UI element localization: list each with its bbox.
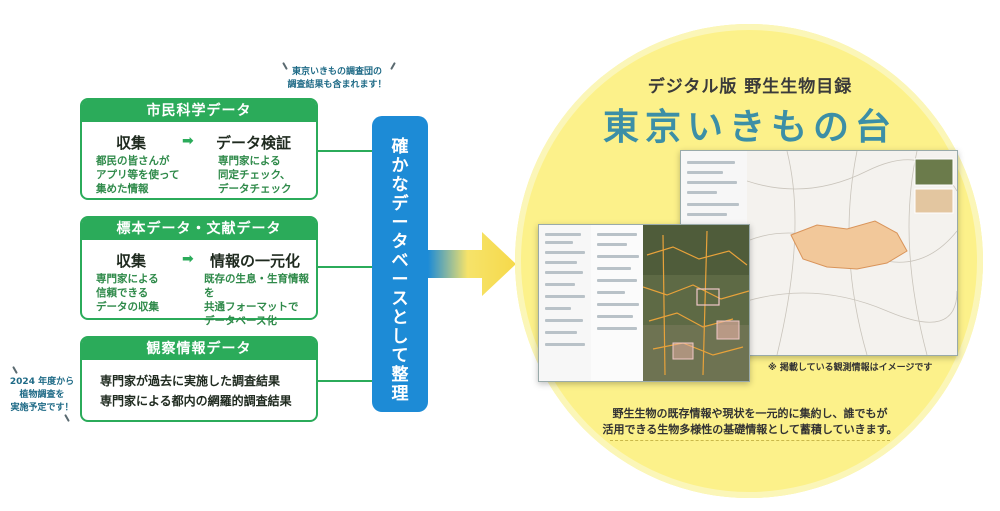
desc-line: データの収集 <box>96 301 159 313</box>
vertical-char: な <box>391 175 409 195</box>
vertical-char: し <box>391 327 409 347</box>
vertical-char: ベ <box>391 251 409 271</box>
note-plant-survey-line: 植物調査を <box>19 390 65 400</box>
connector-line <box>318 380 374 382</box>
desc-line: 専門家による <box>96 273 159 285</box>
observation-line: 専門家が過去に実施した調査結果 <box>100 374 281 388</box>
vertical-char: タ <box>391 232 409 252</box>
desc-line: データベース化 <box>204 315 277 327</box>
database-vertical-text: 確 か な デ ー タ ベ ー ス と し て 整 理 <box>372 138 428 404</box>
verify-desc: 専門家による 同定チェック、 データチェック <box>218 154 292 196</box>
vertical-char: ー <box>391 213 409 233</box>
desc-line: 専門家による <box>218 155 281 167</box>
desc-line: 都民の皆さんが <box>96 155 170 167</box>
arrow-right-icon: ➡ <box>182 251 194 267</box>
desc-line: 集めた情報 <box>96 183 149 195</box>
description-line: 野生生物の既存情報や現状を一元的に集約し、誰でもが <box>612 407 888 420</box>
note-plant-survey-line: 実施予定です！ <box>10 403 74 413</box>
satellite-screenshot-front <box>538 224 750 382</box>
observation-line: 専門家による都内の網羅的調査結果 <box>100 394 292 408</box>
description-line: 活用できる生物多様性の基礎情報として蓄積していきます。 <box>602 423 898 436</box>
vertical-char: て <box>391 346 409 366</box>
citizen-science-title: 市民科学データ <box>82 100 316 122</box>
collect-title: 収集 <box>116 134 147 152</box>
vertical-char: ス <box>391 289 409 309</box>
satellite-map-graphic <box>643 225 749 381</box>
vertical-char: 確 <box>391 137 409 157</box>
note-plant-survey-line: 2024 年度から <box>9 377 75 387</box>
connector-line <box>318 150 374 152</box>
big-arrow-icon <box>428 232 516 296</box>
collect-desc: 都民の皆さんが アプリ等を使って 集めた情報 <box>96 154 179 196</box>
desc-line: 同定チェック、 <box>218 169 291 181</box>
satellite-info-panel <box>591 225 644 381</box>
verify-title: データ検証 <box>216 134 292 152</box>
note-tick <box>64 414 70 422</box>
subtitle: デジタル版 野生生物目録 <box>647 77 853 97</box>
citizen-science-box: 市民科学データ 収集 ➡ データ検証 都民の皆さんが アプリ等を使って 集めた情… <box>80 98 318 200</box>
vertical-char: か <box>391 156 409 176</box>
ledger-description: 野生生物の既存情報や現状を一元的に集約し、誰でもが 活用できる生物多様性の基礎情… <box>600 406 900 438</box>
vertical-char: と <box>391 308 409 328</box>
observation-data-box: 観察情報データ 専門家が過去に実施した調査結果 専門家による都内の網羅的調査結果 <box>80 336 318 422</box>
satellite-side-panel <box>539 225 592 381</box>
arrow-right-icon: ➡ <box>182 133 194 149</box>
image-note: ※ 掲載している観測情報はイメージです <box>768 363 933 373</box>
tokyo-map-graphic <box>747 151 957 355</box>
desc-line: アプリ等を使って <box>96 169 180 181</box>
specimen-literature-box: 標本データ・文献データ 収集 ➡ 情報の一元化 専門家による 信頼できる データ… <box>80 216 318 327</box>
vertical-char: 整 <box>391 365 409 385</box>
observation-data-title: 観察情報データ <box>82 338 316 360</box>
vertical-char: 理 <box>391 384 409 404</box>
connector-line <box>318 266 374 268</box>
note-plant-survey: 2024 年度から 植物調査を 実施予定です！ <box>2 376 82 415</box>
database-column: 確 か な デ ー タ ベ ー ス と し て 整 理 <box>372 116 428 412</box>
description-underline <box>610 440 890 441</box>
note-tokyo-survey-line: 調査結果も含まれます！ <box>287 80 387 90</box>
unify-title: 情報の一元化 <box>210 252 301 270</box>
desc-line: 既存の生息・生育情報を <box>204 273 309 299</box>
note-tokyo-survey: 東京いきもの調査団の 調査結果も含まれます！ <box>272 66 402 92</box>
desc-line: 信頼できる <box>96 287 149 299</box>
note-tick <box>12 366 18 374</box>
specimen-literature-title: 標本データ・文献データ <box>82 218 316 240</box>
desc-line: データチェック <box>218 183 292 195</box>
collect-desc: 専門家による 信頼できる データの収集 <box>96 272 159 314</box>
unify-desc: 既存の生息・生育情報を 共通フォーマットで データベース化 <box>204 272 316 328</box>
vertical-char: デ <box>391 194 409 214</box>
desc-line: 共通フォーマットで <box>204 301 299 313</box>
vertical-char: ー <box>391 270 409 290</box>
collect-title: 収集 <box>116 252 147 270</box>
note-tokyo-survey-line: 東京いきもの調査団の <box>291 67 382 77</box>
page-title: 東京いきもの台帳 <box>602 106 897 200</box>
